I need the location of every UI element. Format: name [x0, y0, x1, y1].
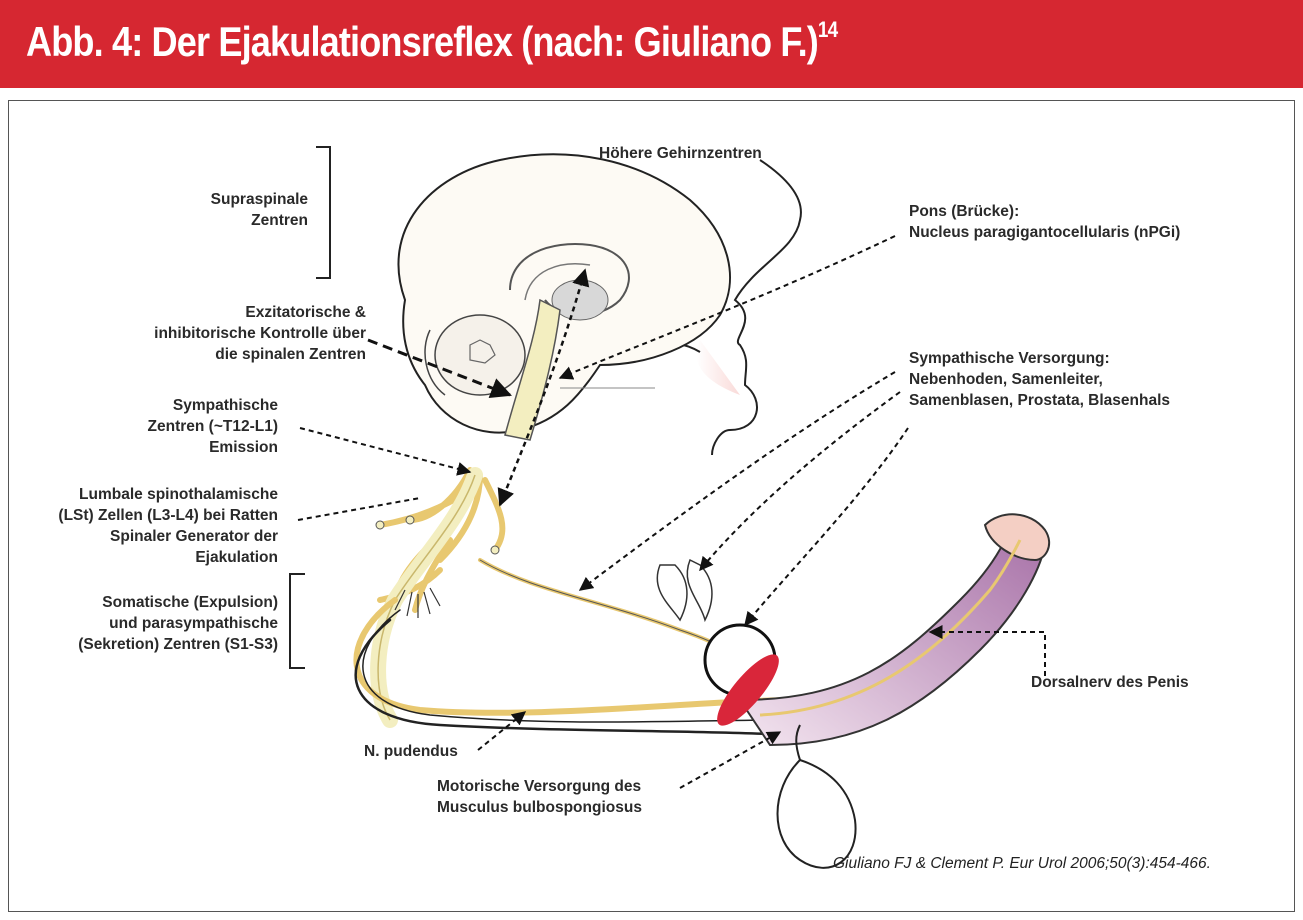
- bulbospongiosus-muscle: [717, 654, 779, 726]
- testis: [776, 724, 857, 869]
- somatic-bracket: [289, 573, 305, 669]
- arrow-sympathetic-centers: [299, 427, 472, 476]
- supraspinal-bracket: [316, 146, 331, 279]
- label-somatic-centers: Somatische (Expulsion) und parasympathis…: [78, 594, 278, 653]
- label-sympathetic-centers: Sympathische Zentren (~T12-L1) Emission: [147, 397, 278, 456]
- figure-panel: [8, 100, 1295, 912]
- dashed-arrows: [297, 235, 1046, 789]
- arrow-pudendal: [477, 711, 527, 751]
- arrow-symp-1: [578, 371, 896, 591]
- arrow-motor: [679, 731, 782, 789]
- label-higher-brain-centers: Höhere Gehirnzentren: [599, 145, 762, 162]
- pelvic-nerves: [353, 558, 803, 737]
- label-pudendal-nerve: N. pudendus: [364, 743, 458, 760]
- brain: [397, 153, 731, 441]
- title-bar: Abb. 4: Der Ejakulationsreflex (nach: Gi…: [0, 0, 1303, 88]
- arrow-symp-2: [699, 391, 901, 572]
- spinal-plexus: [370, 467, 506, 728]
- arrow-dorsal-nerve: [928, 625, 1046, 676]
- figure-title-reference: 14: [817, 17, 838, 42]
- label-pons: Pons (Brücke): Nucleus paragigantocellul…: [909, 203, 1181, 241]
- citation: Giuliano FJ & Clement P. Eur Urol 2006;5…: [833, 855, 1211, 872]
- penis: [738, 513, 1051, 747]
- label-excitatory-control: Exzitatorische & inhibitorische Kontroll…: [154, 304, 366, 363]
- arrow-pons: [558, 235, 896, 380]
- label-supraspinal-centers: Supraspinale Zentren: [210, 191, 308, 229]
- arrow-lumbar: [297, 497, 421, 521]
- label-lumbar-spinothalamic: Lumbale spinothalamische (LSt) Zellen (L…: [58, 486, 278, 566]
- label-sympathetic-supply: Sympathische Versorgung: Nebenhoden, Sam…: [909, 350, 1171, 409]
- figure-title-text: Abb. 4: Der Ejakulationsreflex (nach: Gi…: [26, 18, 819, 65]
- arrow-brain-spine: [497, 268, 590, 507]
- label-dorsal-nerve: Dorsalnerv des Penis: [1031, 674, 1189, 691]
- label-motor-supply: Motorische Versorgung des Musculus bulbo…: [437, 778, 642, 816]
- arrow-symp-3: [744, 427, 909, 627]
- arrow-excitatory: [367, 338, 512, 398]
- figure-title: Abb. 4: Der Ejakulationsreflex (nach: Gi…: [26, 17, 838, 66]
